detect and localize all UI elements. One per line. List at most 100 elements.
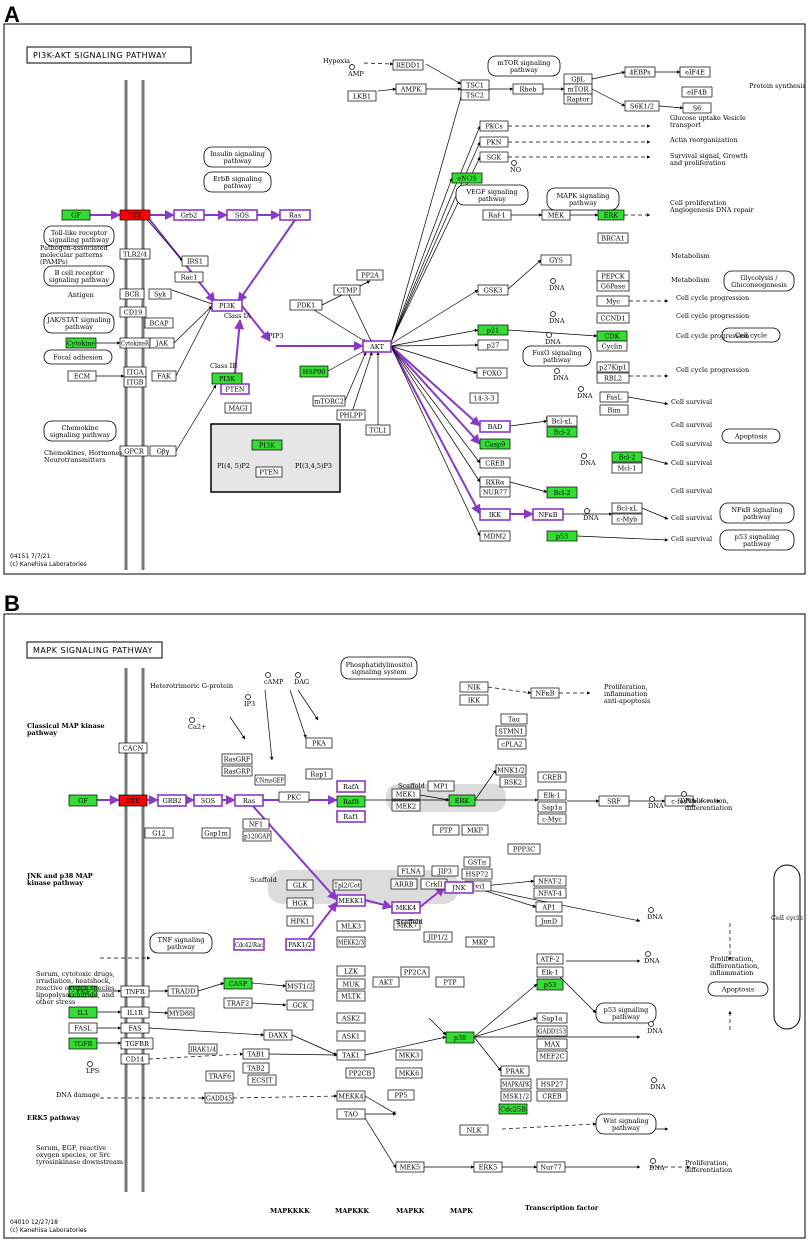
- gene-node-tcl1[interactable]: TCL1: [365, 424, 391, 436]
- gene-node-erk[interactable]: ERK: [448, 794, 476, 807]
- gene-node-mek[interactable]: MEK: [541, 209, 571, 221]
- gene-node-nf-b[interactable]: NFκB: [532, 508, 564, 521]
- gene-node-mek1[interactable]: MEK1: [391, 788, 421, 800]
- gene-node-cdk[interactable]: CDK: [596, 330, 628, 342]
- gene-node-mkp[interactable]: MKP: [461, 824, 489, 836]
- gene-node-g-l[interactable]: GβL: [563, 73, 593, 85]
- gene-node-creb[interactable]: CREB: [479, 457, 511, 469]
- gene-node-tradd[interactable]: TRADD: [167, 985, 199, 997]
- gene-node-s6k1-2[interactable]: S6K1/2: [624, 100, 660, 112]
- gene-node-syk[interactable]: Syk: [148, 288, 172, 300]
- gene-node-ikk[interactable]: IKK: [459, 694, 489, 706]
- gene-node-elk-1[interactable]: Elk-1: [536, 966, 564, 978]
- gene-node-erk[interactable]: ERK: [597, 209, 625, 221]
- pathway-map-link[interactable]: Cell cycle: [771, 914, 803, 922]
- gene-node-nlk[interactable]: NLK: [459, 1124, 489, 1136]
- gene-node-ecm[interactable]: ECM: [67, 370, 97, 382]
- gene-node-rtk[interactable]: RTK: [119, 209, 151, 221]
- gene-node-c-myb[interactable]: c-Myb: [611, 513, 643, 525]
- gene-node-pten[interactable]: PTEN: [220, 383, 250, 395]
- gene-node-bcl-2[interactable]: Bcl-2: [611, 451, 643, 463]
- gene-node-il1[interactable]: IL1: [68, 1006, 98, 1019]
- gene-node-gst[interactable]: GSTπ: [463, 856, 491, 868]
- gene-node-bad[interactable]: BAD: [479, 420, 511, 433]
- gene-node-pp2cb[interactable]: PP2CB: [345, 1067, 375, 1079]
- gene-node-g12[interactable]: G12: [144, 827, 174, 839]
- gene-node-tab2[interactable]: TAB2: [242, 1062, 270, 1074]
- gene-node-pp2ca[interactable]: PP2CA: [400, 966, 430, 978]
- gene-node-c-fos[interactable]: c-fos: [664, 795, 694, 807]
- pathway-map-link[interactable]: Apoptosis: [721, 428, 781, 444]
- gene-node-p120gap[interactable]: p120GAP: [242, 830, 272, 842]
- gene-node-pp5[interactable]: PP5: [387, 1089, 415, 1101]
- gene-node-rsk2[interactable]: RSK2: [499, 776, 527, 788]
- gene-node-gck[interactable]: GCK: [286, 999, 314, 1011]
- gene-node-mkp[interactable]: MKP: [465, 936, 495, 948]
- gene-node-ras[interactable]: Ras: [234, 794, 264, 807]
- gene-node-pdk1[interactable]: PDK1: [289, 299, 323, 311]
- gene-node-gadd45[interactable]: GADD45: [204, 1092, 234, 1104]
- gene-node-ctmp[interactable]: CTMP: [333, 284, 361, 296]
- gene-node-p21[interactable]: p21: [477, 324, 509, 336]
- gene-node-pak1-2[interactable]: PAK1/2: [285, 938, 315, 951]
- gene-node-erk5[interactable]: ERK5: [473, 1161, 503, 1173]
- gene-node-cytokine[interactable]: Cytokine: [65, 337, 97, 349]
- pathway-map-link[interactable]: Apoptosis: [707, 981, 769, 997]
- gene-node-mltk[interactable]: MLTK: [336, 990, 366, 1002]
- gene-node-mtorc2[interactable]: mTORC2: [312, 395, 346, 407]
- gene-node-enos[interactable]: eNOS: [451, 172, 483, 184]
- gene-node-mnk1-2[interactable]: MNK1/2: [495, 764, 527, 776]
- gene-node-sap1a[interactable]: Sap1a: [536, 1012, 568, 1024]
- gene-node-tak1[interactable]: TAK1: [336, 1049, 366, 1061]
- gene-node-tgfb[interactable]: TGFB: [68, 1037, 98, 1050]
- gene-node-cacn[interactable]: CACN: [118, 742, 148, 754]
- gene-node-gsk3[interactable]: GSK3: [477, 284, 509, 296]
- gene-node-nik[interactable]: NIK: [459, 681, 489, 693]
- gene-node-prak[interactable]: PRAK: [500, 1065, 530, 1077]
- pathway-map-link[interactable]: Glycolysis /Gluconeogenesis: [723, 270, 795, 292]
- gene-node-tsc1[interactable]: TSC1: [460, 79, 490, 91]
- gene-node-bcl-xl[interactable]: Bcl-xL: [546, 415, 578, 427]
- gene-node-muk[interactable]: MUK: [336, 978, 366, 990]
- gene-node-fasl[interactable]: FASL: [68, 1022, 98, 1034]
- gene-node-jnk[interactable]: JNK: [444, 881, 474, 894]
- gene-node-cdc25b[interactable]: Cdc25B: [498, 1103, 528, 1115]
- gene-node-p27[interactable]: p27: [477, 339, 509, 351]
- gene-node-pkn[interactable]: PKN: [479, 136, 509, 148]
- gene-node-flna[interactable]: FLNA: [397, 865, 425, 877]
- gene-node-srf[interactable]: SRF: [598, 795, 630, 807]
- gene-node-traf2[interactable]: TRAF2: [223, 997, 253, 1009]
- gene-node-mcl-1[interactable]: Mcl-1: [611, 462, 643, 474]
- gene-node-tao[interactable]: TAO: [336, 1108, 366, 1120]
- gene-node-mekk2-3[interactable]: MEKK2/3: [336, 936, 366, 948]
- gene-node-gf[interactable]: GF: [61, 209, 91, 221]
- gene-node-fak[interactable]: FAK: [151, 370, 177, 382]
- gene-node-pka[interactable]: PKA: [305, 737, 333, 749]
- gene-node-gap1m[interactable]: Gap1m: [201, 827, 231, 839]
- gene-node-atf-2[interactable]: ATF-2: [536, 953, 564, 965]
- gene-node-casp9[interactable]: Casp9: [479, 438, 511, 450]
- gene-node-redd1[interactable]: REDD1: [392, 59, 424, 71]
- gene-node-ap1[interactable]: AP1: [535, 901, 563, 913]
- gene-node-gf[interactable]: GF: [68, 794, 98, 807]
- gene-node-eif4b[interactable]: eIF4B: [681, 86, 713, 98]
- gene-node-4ebps[interactable]: 4EBPs: [624, 66, 656, 78]
- gene-node-nf-b[interactable]: NFκB: [530, 687, 560, 699]
- gene-node-rtk[interactable]: RTK: [118, 794, 148, 807]
- gene-node-cd19[interactable]: CD19: [119, 306, 147, 318]
- gene-node-nur77[interactable]: Nur77: [536, 1161, 566, 1173]
- gene-node-pepck[interactable]: PEPCK: [596, 270, 630, 282]
- gene-node-bcl-2[interactable]: Bcl-2: [546, 426, 578, 438]
- gene-node-cnrasgef[interactable]: CNrasGEF: [254, 774, 286, 786]
- gene-node-itga[interactable]: ITGA: [123, 366, 147, 378]
- gene-node-ecsit[interactable]: ECSIT: [247, 1074, 277, 1086]
- gene-node-creb[interactable]: CREB: [536, 1090, 568, 1102]
- gene-node-tsc2[interactable]: TSC2: [460, 89, 490, 101]
